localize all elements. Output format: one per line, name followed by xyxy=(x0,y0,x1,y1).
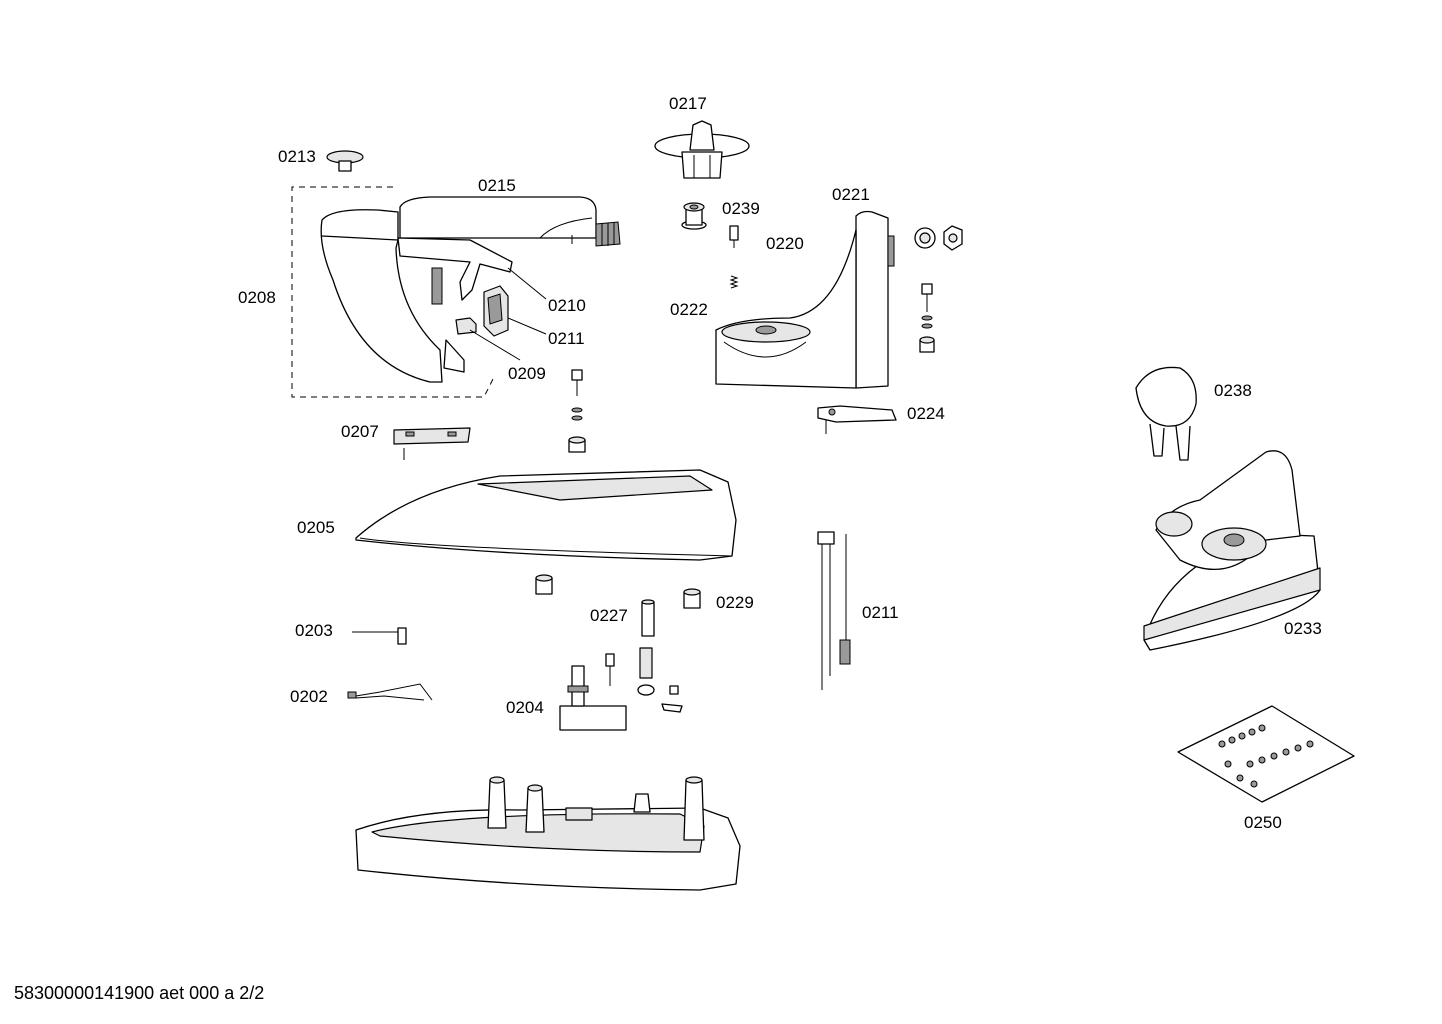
label-0220: 0220 xyxy=(766,234,804,253)
label-0207: 0207 xyxy=(341,422,379,441)
label-0215: 0215 xyxy=(478,176,516,195)
central-screw-stack xyxy=(568,369,586,453)
part-0222-spring xyxy=(729,275,739,289)
part-0233-iron xyxy=(1143,450,1321,651)
label-0227: 0227 xyxy=(590,606,628,625)
part-0238-clip xyxy=(1135,366,1197,461)
part-0227-sleeve xyxy=(641,599,655,637)
part-0224-bracket xyxy=(817,405,897,434)
label-0238: 0238 xyxy=(1214,381,1252,400)
part-soleplate-base xyxy=(355,776,741,891)
part-0208-handle xyxy=(291,186,513,398)
part-0209-pad xyxy=(455,317,521,361)
label-0203: 0203 xyxy=(295,621,333,640)
label-0233: 0233 xyxy=(1284,619,1322,638)
part-0202-wire xyxy=(347,683,433,701)
label-0204: 0204 xyxy=(506,698,544,717)
label-0210: 0210 xyxy=(548,296,586,315)
label-0229: 0229 xyxy=(716,593,754,612)
part-0215-tank xyxy=(399,196,621,258)
part-0217-cap xyxy=(654,120,750,179)
part-0250-screw-bag xyxy=(1177,705,1355,803)
label-0217: 0217 xyxy=(669,94,707,113)
part-0204-thermostat xyxy=(559,647,683,731)
label-0211-switch: 0211 xyxy=(548,329,585,348)
label-0250: 0250 xyxy=(1244,813,1282,832)
label-0208: 0208 xyxy=(238,288,276,307)
label-0221: 0221 xyxy=(832,185,870,204)
part-0211-harness xyxy=(817,531,851,690)
label-0211-harness: 0211 xyxy=(862,603,899,622)
part-0220-pin xyxy=(729,225,739,248)
label-0213: 0213 xyxy=(278,147,316,166)
document-footer-code: 58300000141900 aet 000 a 2/2 xyxy=(14,983,265,1003)
label-0205: 0205 xyxy=(297,518,335,537)
label-0224: 0224 xyxy=(907,404,945,423)
part-0203-wire xyxy=(352,627,407,645)
label-0209: 0209 xyxy=(508,364,546,383)
part-0211-switch xyxy=(483,267,547,337)
part-0239-spool xyxy=(681,202,707,230)
label-0239: 0239 xyxy=(722,199,760,218)
part-0205-shell xyxy=(355,469,737,561)
part-0229-bushing xyxy=(535,574,701,609)
part-0221-rear-housing xyxy=(715,210,895,389)
label-0202: 0202 xyxy=(290,687,328,706)
part-0221-hardware xyxy=(914,225,963,353)
part-0213-knob xyxy=(326,150,364,172)
part-0207-plate xyxy=(393,427,471,460)
label-0222: 0222 xyxy=(670,300,708,319)
